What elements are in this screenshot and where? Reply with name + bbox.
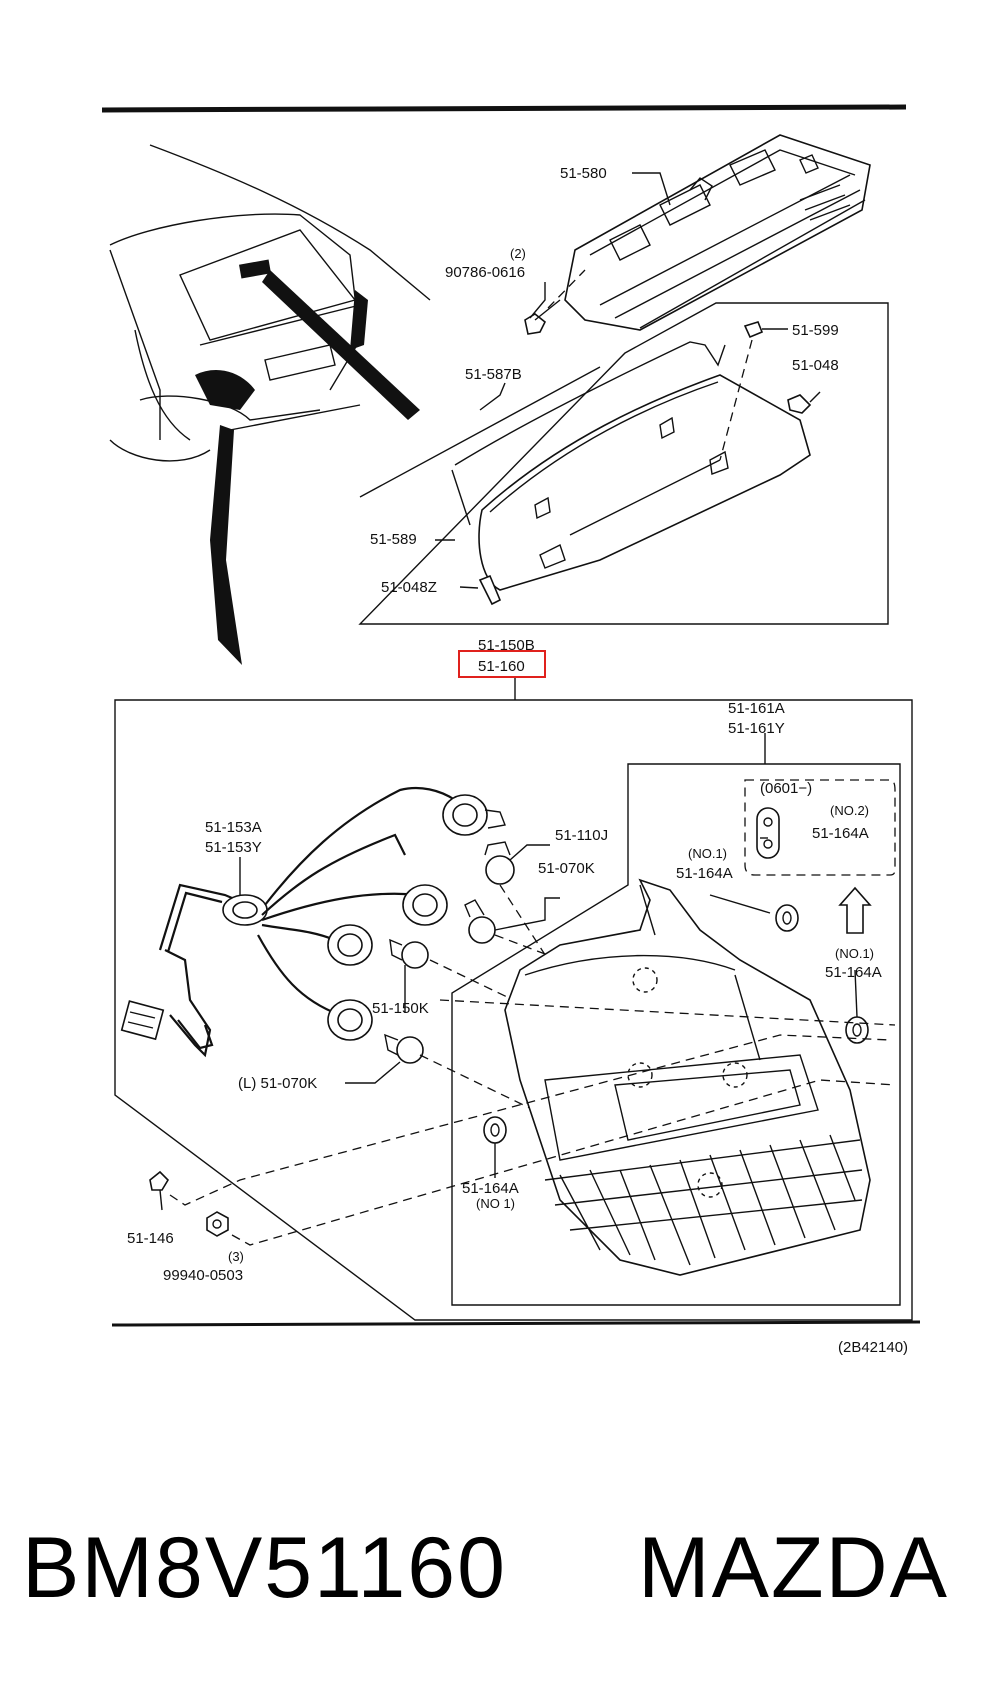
label-51-164a-no1-c: 51-164A xyxy=(462,1180,519,1197)
label-51-150b: 51-150B xyxy=(478,637,535,654)
label-no1-a: (NO.1) xyxy=(688,846,727,861)
label-51-153a: 51-153A xyxy=(205,819,262,836)
label-nut-qty: (3) xyxy=(228,1249,244,1264)
fasteners xyxy=(149,999,896,1246)
label-51-589: 51-589 xyxy=(370,531,417,548)
leader-lines xyxy=(239,172,858,1178)
label-51-110j: 51-110J xyxy=(555,827,608,844)
label-51-048z: 51-048Z xyxy=(381,579,437,596)
bolt-51-146 xyxy=(149,1170,170,1211)
bulb-070k-left xyxy=(384,1033,424,1064)
gasket-164a-no1-a xyxy=(775,904,799,932)
label-51-599: 51-599 xyxy=(792,322,839,339)
top-rule xyxy=(101,104,907,113)
label-no1-c: (NO 1) xyxy=(476,1196,515,1211)
label-99940-0503: 99940-0503 xyxy=(163,1267,243,1284)
bottom-rule xyxy=(111,1320,921,1327)
vehicle-illustration xyxy=(109,144,431,665)
label-no1-b: (NO.1) xyxy=(835,946,874,961)
label-51-153y: 51-153Y xyxy=(205,839,262,856)
label-screw-qty: (2) xyxy=(510,246,526,261)
label-51-070k: 51-070K xyxy=(538,860,595,877)
high-mount-lamp-housing xyxy=(564,134,871,331)
label-l-51-070k: (L) 51-070K xyxy=(238,1075,317,1092)
label-51-580: 51-580 xyxy=(560,165,607,182)
nut-99940-0503 xyxy=(206,1211,229,1237)
gasket-164a-set xyxy=(483,779,896,1144)
diagram-id: (2B42140) xyxy=(838,1339,908,1356)
up-arrow-icon xyxy=(838,886,872,934)
rear-lamp-inner-box xyxy=(451,733,901,1306)
label-51-150k: 51-150K xyxy=(372,1000,429,1017)
socket-4 xyxy=(327,999,373,1041)
wiring-harness xyxy=(120,786,506,1058)
callout-labels: 51-580 (2) 90786-0616 51-599 51-587B 51-… xyxy=(127,165,908,1356)
label-51-160: 51-160 xyxy=(478,658,525,675)
bulb-110j xyxy=(484,841,515,885)
label-51-161a: 51-161A xyxy=(728,700,785,717)
label-51-161y: 51-161Y xyxy=(728,720,785,737)
socket-3 xyxy=(327,924,373,966)
label-51-164a-no1-b: 51-164A xyxy=(825,964,882,981)
label-51-164a-no2: 51-164A xyxy=(812,825,869,842)
label-serial-break: (0601−) xyxy=(760,780,812,797)
gasket-164a-no1-c xyxy=(483,1116,507,1144)
socket-2 xyxy=(402,884,448,926)
label-51-146: 51-146 xyxy=(127,1230,174,1247)
label-51-048: 51-048 xyxy=(792,357,839,374)
bulb-070k xyxy=(464,899,496,944)
rear-lamp-outer-box xyxy=(114,677,913,1321)
label-no2: (NO.2) xyxy=(830,803,869,818)
label-51-587b: 51-587B xyxy=(465,366,522,383)
label-90786-0616: 90786-0616 xyxy=(445,264,525,281)
bulb-150k xyxy=(389,938,429,969)
gasket-164a-no2 xyxy=(744,779,896,876)
part-number-caption: BM8V51160 xyxy=(22,1520,507,1616)
lens-frame-box xyxy=(358,302,889,625)
socket-1 xyxy=(442,794,506,836)
brand-caption: MAZDA xyxy=(638,1520,949,1616)
highlight-box xyxy=(458,650,546,678)
tail-lamp-lens xyxy=(504,878,871,1276)
label-51-164a-no1-a: 51-164A xyxy=(676,865,733,882)
